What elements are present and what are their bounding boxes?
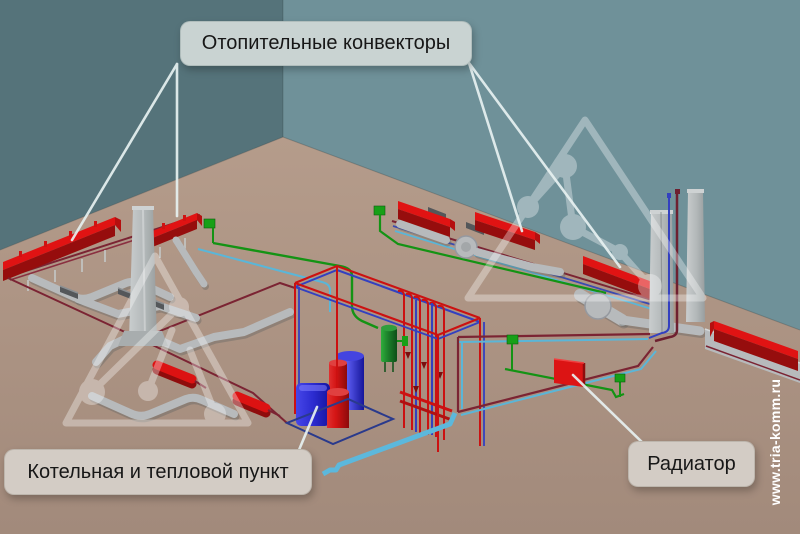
right-wall-convectors-ducts [373,201,660,329]
expansion-tank-green [381,324,408,372]
callout-radiator: Радиатор [628,441,755,487]
callout-heating-convectors-text: Отопительные конвекторы [201,32,451,54]
tank-red-lower [327,388,349,428]
callout-heating-convectors: Отопительные конвекторы [180,21,472,66]
boiler-room [284,264,485,477]
floor-convector-bars [152,360,281,418]
callout-boiler-room-text: Котельная и тепловой пункт [27,460,289,483]
callout-leader-lines [70,61,648,452]
watermark-logo-left [62,252,252,427]
callout-radiator-text: Радиатор [647,452,736,475]
floor-pipe-loop [456,332,657,416]
duct-column [118,206,168,346]
watermark-url: www.tria-komm.ru [767,378,783,506]
left-zone-convectors-ducts [3,206,379,424]
riser-columns [617,189,800,383]
callout-boiler-room: Котельная и тепловой пункт [4,449,312,495]
